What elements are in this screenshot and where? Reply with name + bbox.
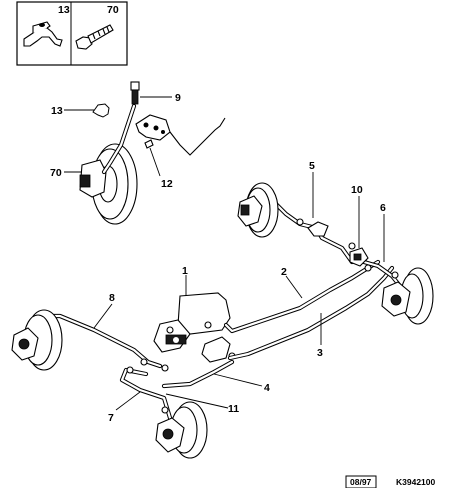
inset-label-70: 70 — [107, 4, 119, 16]
callout-8: 8 — [109, 292, 115, 304]
callout-11: 11 — [228, 403, 239, 415]
pressure-valve-10 — [349, 247, 369, 267]
clip-part-drawing — [23, 21, 63, 47]
callout-4: 4 — [264, 382, 270, 394]
callout-10: 10 — [351, 184, 363, 196]
lower-rear-brake-disc — [155, 401, 208, 459]
callout-9: 9 — [175, 92, 181, 104]
callout-13: 13 — [51, 105, 63, 117]
inset-label-13: 13 — [58, 4, 70, 16]
rear-right-brake-disc — [381, 267, 434, 325]
front-left-brake-disc — [79, 143, 138, 225]
diagram-footer: 08/97 K3942100 — [345, 475, 436, 488]
callout-6: 6 — [380, 202, 386, 214]
callout-12: 12 — [161, 178, 173, 190]
bolt-part-drawing — [75, 24, 114, 50]
front-hose-assembly — [92, 81, 226, 175]
callout-3: 3 — [317, 347, 323, 359]
date-code: 08/97 — [350, 477, 372, 487]
callout-70: 70 — [50, 167, 62, 179]
callout-5: 5 — [309, 160, 315, 172]
callout-labels: 1 2 3 4 5 6 7 8 9 10 11 12 13 70 — [50, 92, 386, 424]
rear-left-brake-disc — [237, 182, 279, 238]
callout-2: 2 — [281, 266, 287, 278]
lower-left-brake-disc — [11, 309, 63, 371]
callout-1: 1 — [182, 265, 188, 277]
reference-code: K3942100 — [396, 477, 436, 487]
master-cylinder-unit — [153, 292, 236, 363]
callout-leaders — [64, 96, 385, 411]
callout-7: 7 — [108, 412, 114, 424]
inset-panel: 13 70 — [16, 1, 128, 66]
bracket-5-fitting — [307, 221, 329, 237]
